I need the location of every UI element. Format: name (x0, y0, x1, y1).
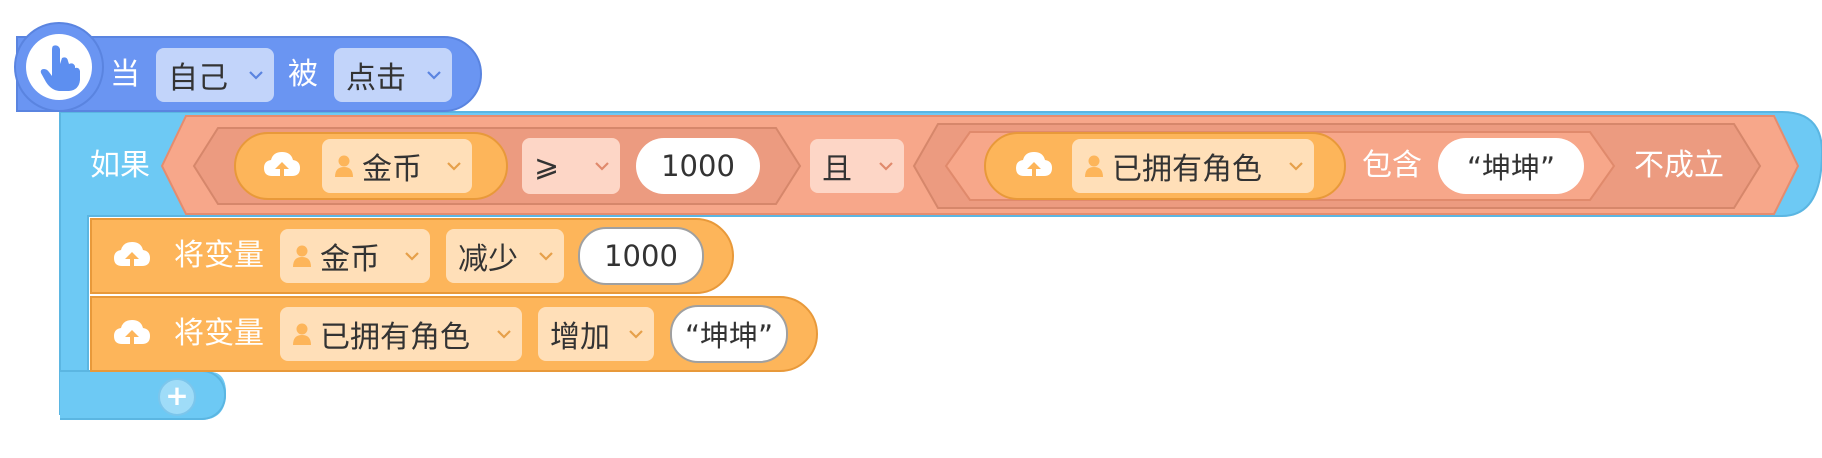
chevron-down-icon (1289, 162, 1303, 171)
stmt1-op-text: 减少 (458, 242, 518, 277)
chevron-down-icon (539, 252, 553, 261)
stmt1-value-input[interactable]: 1000 (578, 227, 704, 285)
person-icon (293, 245, 311, 267)
stmt2-op-text: 增加 (550, 320, 610, 355)
cloud-variable-icon (114, 242, 150, 271)
person-icon (293, 323, 311, 345)
event-by-label: 被 (288, 57, 318, 92)
stmt2-value-text: “坤坤” (684, 319, 774, 353)
stmt2-variable-text: 已拥有角色 (320, 320, 470, 355)
contains-value-input[interactable]: “坤坤” (1438, 138, 1584, 194)
chevron-down-icon (879, 162, 893, 171)
event-action-text: 点击 (346, 61, 406, 96)
chevron-down-icon (497, 330, 511, 339)
cloud-variable-icon (264, 152, 300, 181)
chevron-down-icon (629, 330, 643, 339)
event-when-label: 当 (110, 57, 140, 92)
var-right-text: 已拥有角色 (1112, 152, 1262, 187)
stmt1-variable-dropdown[interactable]: 金币 (280, 229, 430, 283)
and-dropdown[interactable]: 且 (810, 139, 904, 193)
operator-dropdown[interactable]: ⩾ (522, 138, 620, 194)
stmt2-variable-dropdown[interactable]: 已拥有角色 (280, 307, 522, 361)
chevron-down-icon (595, 162, 609, 171)
not-label: 不成立 (1634, 148, 1724, 183)
set-variable-label-1: 将变量 (174, 238, 264, 273)
person-icon (335, 155, 353, 177)
cloud-variable-icon (1016, 152, 1052, 181)
set-variable-label-2: 将变量 (174, 316, 264, 351)
chevron-down-icon (405, 252, 419, 261)
chevron-down-icon (427, 71, 441, 80)
if-label: 如果 (90, 148, 150, 183)
stmt2-op-dropdown[interactable]: 增加 (538, 307, 654, 361)
chevron-down-icon (249, 71, 263, 80)
stmt1-value-text: 1000 (604, 239, 678, 273)
plus-icon: + (165, 379, 189, 412)
compare-value-input[interactable]: 1000 (636, 138, 760, 194)
stmt2-value-input[interactable]: “坤坤” (670, 305, 788, 363)
person-icon (1085, 155, 1103, 177)
var-dropdown-owned-right[interactable]: 已拥有角色 (1072, 139, 1314, 193)
hand-pointer-icon (40, 45, 80, 91)
event-action-dropdown[interactable]: 点击 (334, 48, 452, 102)
contains-value-text: “坤坤” (1466, 151, 1556, 185)
chevron-down-icon (447, 162, 461, 171)
event-target-dropdown[interactable]: 自己 (156, 48, 274, 102)
stmt1-op-dropdown[interactable]: 减少 (446, 229, 564, 283)
contains-label: 包含 (1362, 148, 1422, 183)
operator-text: ⩾ (534, 148, 560, 184)
cloud-variable-icon (114, 320, 150, 349)
and-text: 且 (822, 152, 852, 187)
add-block-button[interactable]: + (158, 378, 196, 416)
stmt1-variable-text: 金币 (320, 242, 380, 277)
if-block-bottom[interactable] (60, 370, 226, 420)
compare-value-text: 1000 (661, 149, 735, 183)
var-left-text: 金币 (362, 152, 422, 187)
var-dropdown-gold-left[interactable]: 金币 (322, 139, 472, 193)
event-target-text: 自己 (168, 61, 228, 96)
